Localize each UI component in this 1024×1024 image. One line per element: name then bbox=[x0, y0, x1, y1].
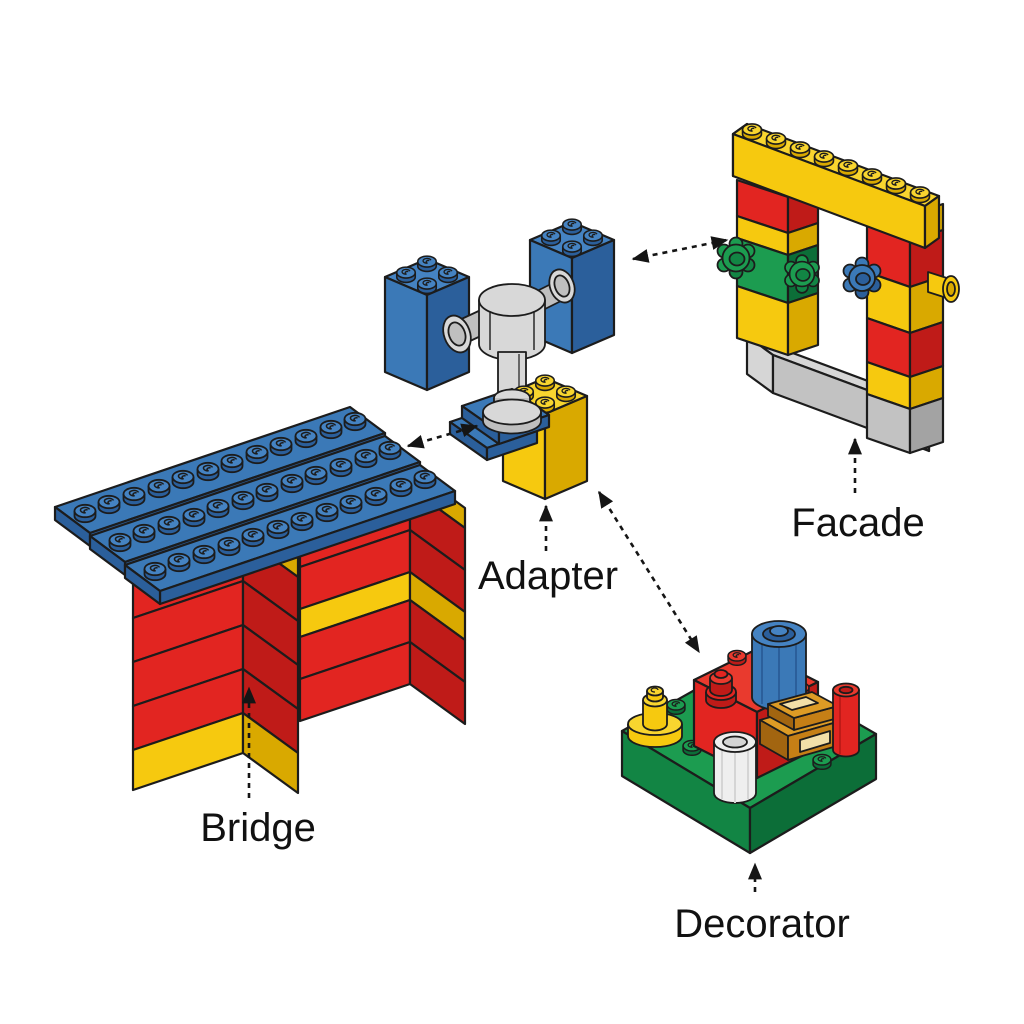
adapter-structure bbox=[383, 218, 616, 501]
arrow-adapter-decorator bbox=[597, 490, 701, 654]
label-pointer-arrows bbox=[242, 437, 862, 892]
facade-structure bbox=[716, 122, 960, 455]
decorator-structure bbox=[620, 620, 878, 855]
decorator-label: Decorator bbox=[674, 902, 850, 946]
facade-yellow-side-knob bbox=[927, 271, 960, 303]
decorator-white-cylinder bbox=[713, 731, 757, 804]
connection-arrows bbox=[406, 236, 729, 654]
facade-blue-clip bbox=[842, 256, 882, 300]
facade-label: Facade bbox=[791, 501, 924, 545]
facade-top-beam bbox=[731, 122, 941, 250]
decorator-blue-barrel bbox=[751, 620, 807, 711]
decorator-yellow-cone bbox=[627, 685, 683, 748]
bridge-deck-plates bbox=[53, 405, 457, 606]
decorator-red-cylinder bbox=[832, 682, 860, 758]
arrow-bridge-adapter bbox=[406, 423, 479, 449]
arrow-adapter-facade bbox=[631, 236, 729, 263]
bridge-structure bbox=[53, 405, 467, 795]
adapter-pipe-connector bbox=[442, 268, 576, 399]
bridge-label: Bridge bbox=[200, 806, 316, 850]
facade-left-column bbox=[716, 178, 820, 357]
decorator-red-round-stud bbox=[705, 669, 737, 709]
facade-right-column bbox=[842, 198, 960, 455]
adapter-label: Adapter bbox=[478, 554, 618, 598]
adapter-pipe-foot bbox=[482, 388, 542, 435]
decorator-gold-chest bbox=[759, 691, 845, 761]
